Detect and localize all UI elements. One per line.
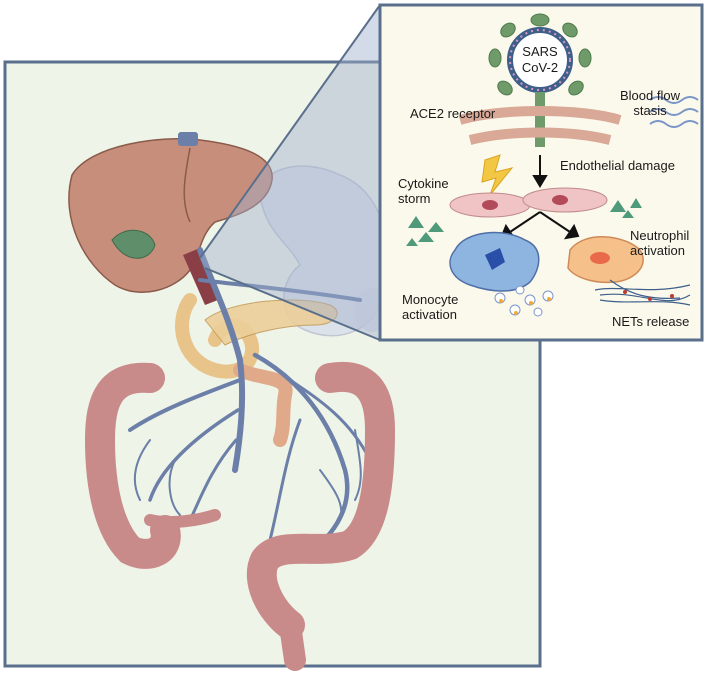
mesenteric-vessels <box>128 247 372 563</box>
ace2-receptor-stalk <box>535 92 545 147</box>
neutrophil <box>567 236 644 284</box>
jejunum <box>233 363 293 447</box>
lightning-bolt-icon <box>481 154 514 196</box>
monocyte-activation-label: Monocyte activation <box>402 292 459 322</box>
cytokines-left <box>406 216 444 246</box>
zoom-cone <box>200 5 380 340</box>
neutrophil-activation-label: Neutrophil activation <box>630 228 690 258</box>
blood-flow-label: Blood flow stasis <box>620 88 680 118</box>
gallbladder <box>111 230 156 259</box>
virus-label-line1: SARS <box>522 44 558 59</box>
ace2-receptor-label: ACE2 receptor <box>410 106 496 121</box>
nets-release-label: NETs release <box>612 314 690 329</box>
virus-spikes <box>488 13 592 96</box>
endothelial-cells <box>449 187 608 218</box>
blood-flow-waves <box>649 96 699 128</box>
endothelial-damage-label: Endothelial damage <box>560 158 675 173</box>
cytokine-storm-label: Cytokine storm <box>398 176 449 206</box>
virus-label-line2: CoV-2 <box>521 60 559 75</box>
pancreas <box>204 299 338 346</box>
descending-colon <box>246 361 396 640</box>
virus-label: SARS CoV-2 <box>505 44 575 76</box>
portal-vein <box>183 248 218 305</box>
virus <box>488 13 592 96</box>
ascending-colon <box>84 362 181 569</box>
rectum <box>279 614 306 671</box>
ivc-top <box>178 132 198 146</box>
liver-fissure <box>183 147 191 223</box>
appendix <box>144 509 221 529</box>
monocyte <box>449 231 540 292</box>
cell-membrane <box>458 106 622 145</box>
arrows <box>500 155 580 240</box>
cytokines-right <box>610 198 642 218</box>
